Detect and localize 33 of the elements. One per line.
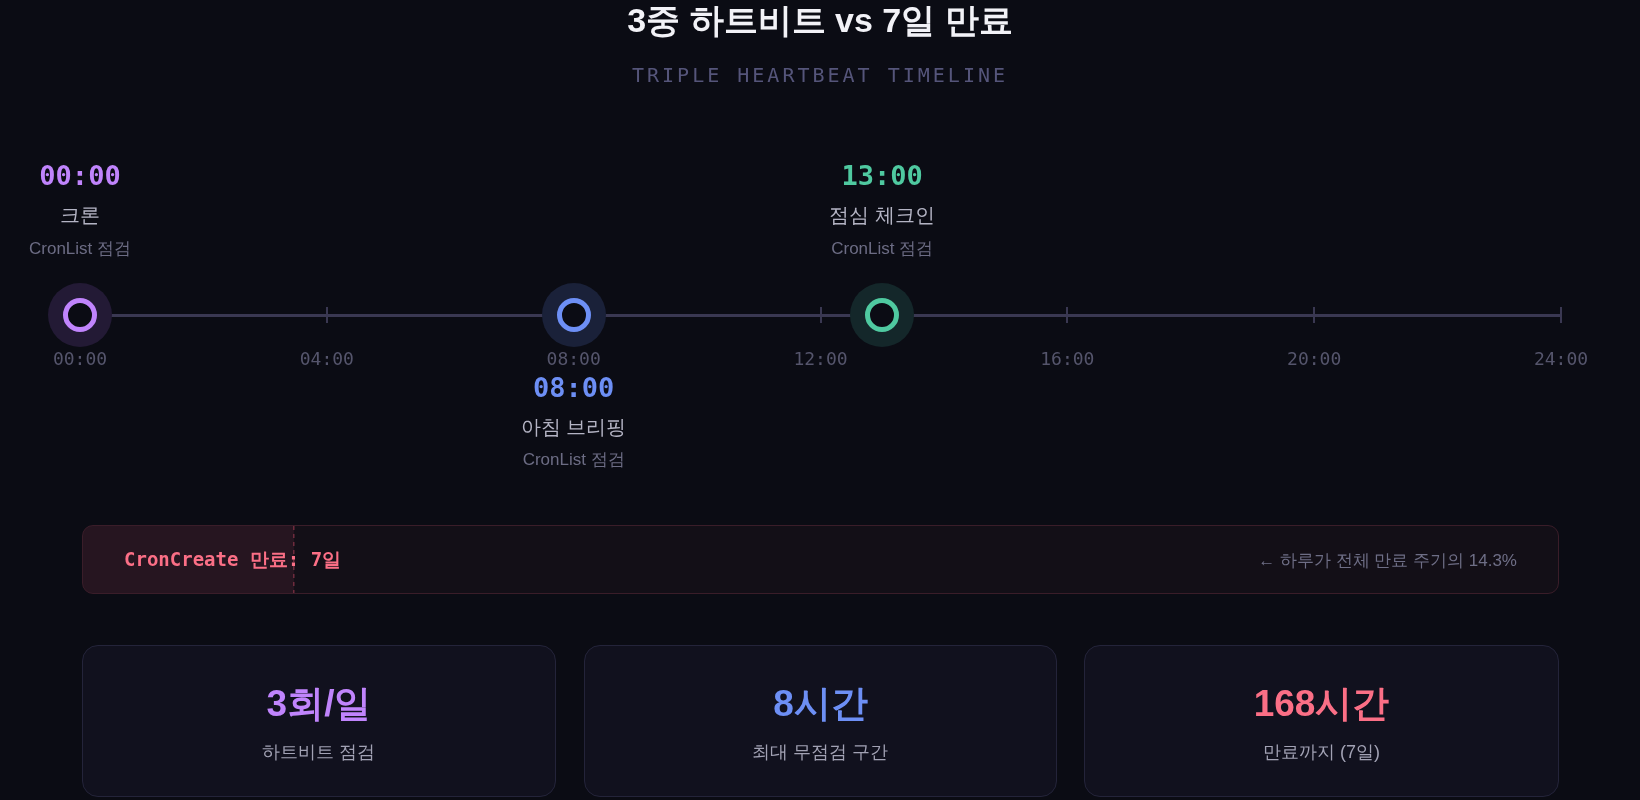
event-name: 크론	[60, 203, 100, 227]
title: 3중 하트비트 vs 7일 만료	[627, 1, 1013, 41]
axis-label: 24:00	[1533, 348, 1589, 370]
event-name: 아침 브리핑	[520, 415, 627, 439]
axis-label: 16:00	[1040, 348, 1095, 370]
time-label: 00:00	[39, 160, 121, 192]
stat-value: 168시간	[1253, 682, 1390, 726]
stat-value: 3회/일	[266, 682, 372, 726]
axis-label: 20:00	[1287, 348, 1342, 370]
stat-card	[584, 645, 1057, 797]
stat-caption: 만료까지 (7일)	[1263, 741, 1380, 763]
stat-caption: 최대 무점검 구간	[752, 741, 889, 763]
marker-circle	[850, 283, 915, 347]
event-note: CronList 점검	[522, 450, 625, 470]
expiry-label: CronCreate 만료: 7일	[124, 546, 342, 572]
axis-label: 00:00	[52, 348, 108, 370]
time-label: 08:00	[533, 372, 615, 404]
ratio-note: ← 하루가 전체 만료 주기의 14.3%	[1258, 549, 1517, 571]
marker-circle	[48, 283, 112, 347]
stat-value: 8시간	[773, 682, 868, 726]
stat-card	[82, 645, 556, 797]
axis-label: 12:00	[793, 348, 848, 370]
event-name: 점심 체크인	[829, 203, 935, 227]
stat-card	[1084, 645, 1559, 797]
event-note: CronList 점검	[831, 239, 934, 259]
expiry-bar	[82, 525, 1559, 594]
time-label: 13:00	[841, 160, 923, 192]
axis-label: 04:00	[299, 348, 354, 370]
event-note: CronList 점검	[29, 239, 131, 259]
axis-label: 08:00	[546, 348, 601, 370]
stat-caption: 하트비트 점검	[262, 741, 376, 763]
marker-circle	[541, 283, 606, 347]
subtitle: TRIPLE HEARTBEAT TIMELINE	[632, 63, 1008, 87]
